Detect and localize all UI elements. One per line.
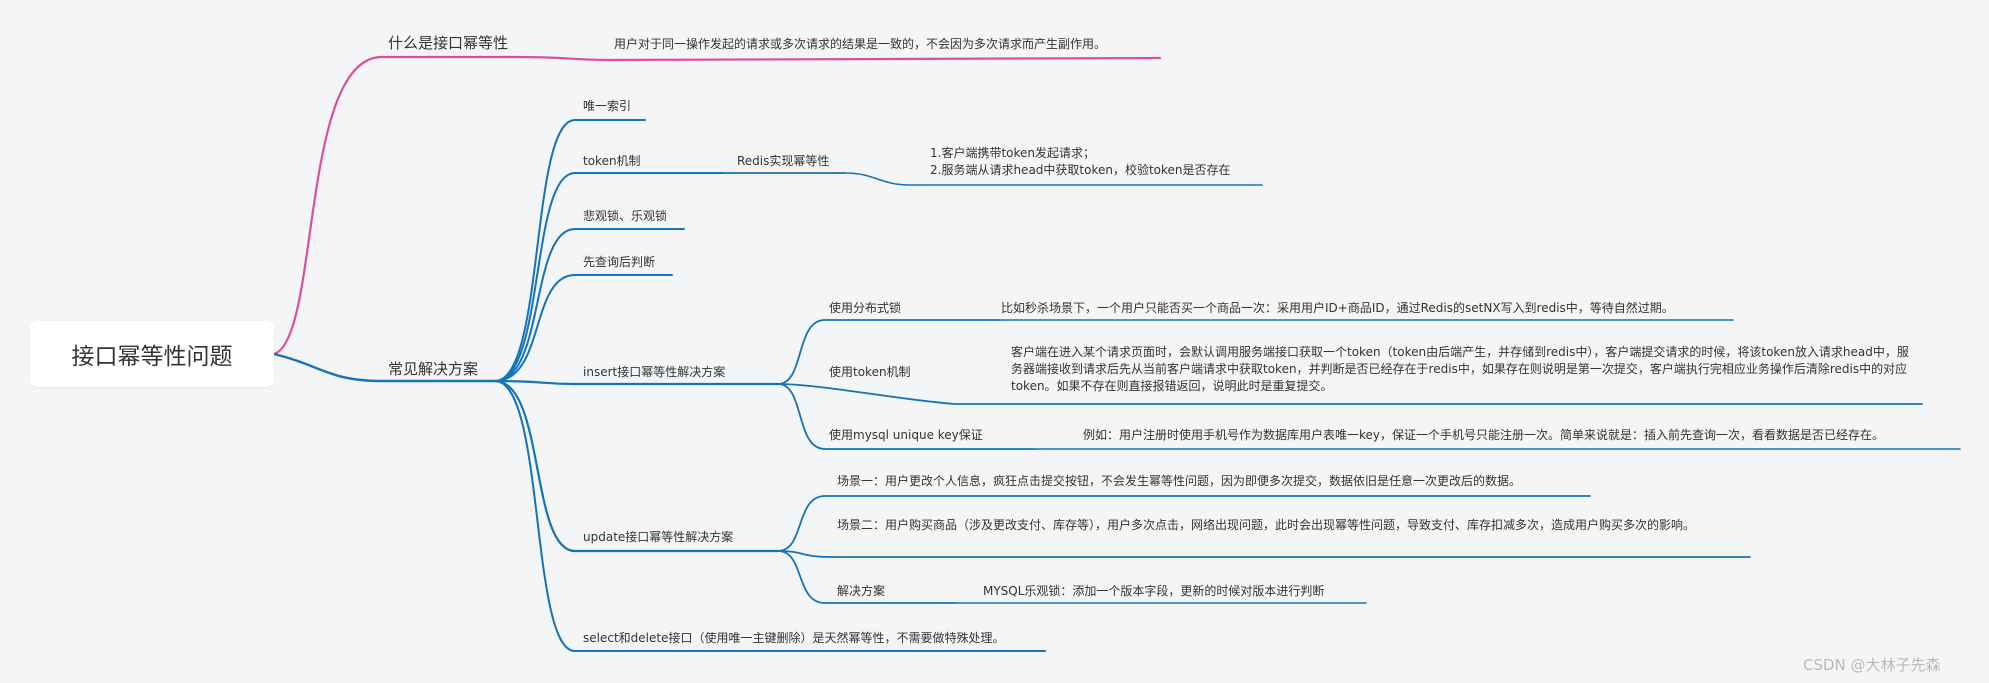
unique-key-detail[interactable]: 例如：用户注册时使用手机号作为数据库用户表唯一key，保证一个手机号只能注册一次… [1083, 428, 1885, 442]
link-locks [494, 228, 685, 382]
link-insert-lock [777, 319, 1001, 385]
link-token [494, 172, 723, 382]
token-step-1[interactable]: 1.客户端携带token发起请求； [930, 146, 1096, 160]
update-scenario-1[interactable]: 场景一：用户更改个人信息，疯狂点击提交按钮，不会发生幂等性问题，因为即便多次提交… [837, 474, 1522, 488]
update-solution-node[interactable]: 解决方案 [837, 584, 886, 598]
link-insert-unique [777, 383, 1036, 450]
link-query-first [494, 274, 673, 382]
query-first-node[interactable]: 先查询后判断 [583, 255, 656, 269]
select-delete-node[interactable]: select和delete接口（使用唯一主键删除）是天然幂等性，不需要做特殊处理… [583, 631, 1005, 645]
link-update-s2 [777, 550, 1751, 558]
update-solution-detail[interactable]: MYSQL乐观锁：添加一个版本字段，更新的时候对版本进行判断 [983, 584, 1325, 598]
link-root-definition [272, 55, 522, 356]
insert-token-node[interactable]: 使用token机制 [829, 365, 911, 379]
underline-definition [518, 55, 1162, 62]
link-unique-index [494, 119, 646, 382]
update-node[interactable]: update接口幂等性解决方案 [583, 530, 734, 544]
link-update-s1 [777, 495, 1591, 552]
definition-node[interactable]: 什么是接口幂等性 [388, 34, 509, 52]
unique-index-node[interactable]: 唯一索引 [583, 99, 632, 113]
insert-node[interactable]: insert接口幂等性解决方案 [583, 365, 726, 379]
redis-idempotent-node[interactable]: Redis实现幂等性 [737, 154, 830, 168]
token-step-2[interactable]: 2.服务端从请求head中获取token，校验token是否存在 [930, 163, 1231, 177]
link-update-solution [777, 550, 956, 604]
watermark: CSDN @大林子先森 [1803, 656, 1941, 674]
link-select-delete [494, 380, 1046, 652]
insert-token-detail[interactable]: 客户端在进入某个请求页面时，会默认调用服务端接口获取一个token（token由… [1011, 345, 1909, 393]
solutions-node[interactable]: 常见解决方案 [388, 360, 479, 378]
link-root-solutions [272, 352, 497, 383]
definition-description[interactable]: 用户对于同一操作发起的请求或多次请求的结果是一致的，不会因为多次请求而产生副作用… [614, 37, 1107, 51]
unique-key-node[interactable]: 使用mysql unique key保证 [829, 428, 983, 442]
link-insert [493, 379, 780, 386]
link-redis-steps [844, 172, 1263, 186]
link-update [493, 379, 780, 553]
locks-node[interactable]: 悲观锁、乐观锁 [583, 209, 668, 223]
update-scenario-2[interactable]: 场景二：用户购买商品（涉及更改支付、库存等），用户多次点击，网络出现问题，此时会… [837, 518, 1696, 532]
distributed-lock-node[interactable]: 使用分布式锁 [829, 301, 902, 315]
token-node[interactable]: token机制 [583, 154, 641, 168]
root-node[interactable]: 接口幂等性问题 [30, 321, 274, 387]
link-insert-token [777, 383, 1923, 405]
distributed-lock-detail[interactable]: 比如秒杀场景下，一个用户只能否买一个商品一次：采用用户ID+商品ID，通过Red… [1001, 301, 1674, 315]
